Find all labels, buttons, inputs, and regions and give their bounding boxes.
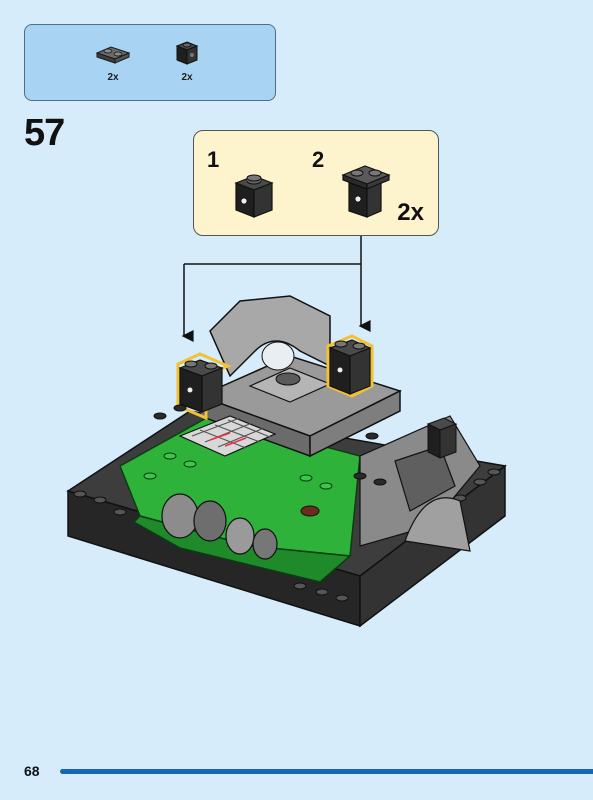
parts-list-box: 2x 2x xyxy=(24,24,276,101)
back-right-bricks xyxy=(426,417,458,459)
gray-rocks xyxy=(161,415,481,560)
sub-step-number: 1 xyxy=(207,147,220,172)
page-number: 68 xyxy=(24,763,40,779)
baseplate-studs xyxy=(73,468,501,602)
lattice-grille xyxy=(178,415,277,457)
gray-arch xyxy=(209,295,331,378)
page-footer-bar xyxy=(60,769,593,774)
part-quantity: 2x xyxy=(181,72,193,83)
dark-studs xyxy=(153,404,387,486)
dark-gray-plate-icon xyxy=(95,46,131,64)
gray-platform-right xyxy=(309,389,401,458)
round-tile xyxy=(275,372,301,386)
sub-assembly-callout: 1 2 2x xyxy=(193,130,439,236)
model-illustration xyxy=(66,295,507,628)
step-number: 57 xyxy=(24,112,65,154)
part-quantity: 2x xyxy=(107,72,119,83)
black-brick-icon xyxy=(175,41,199,65)
callout-quantity: 2x xyxy=(397,199,424,226)
sub-step-number: 2 xyxy=(312,147,325,172)
green-studs xyxy=(143,452,333,490)
placed-brick-right xyxy=(326,334,374,398)
black-brick-with-plate-icon xyxy=(341,165,391,218)
black-brick-icon xyxy=(234,174,274,218)
parts-list-item: 2x xyxy=(167,39,207,83)
arch-opening xyxy=(261,341,295,371)
brown-round-plate xyxy=(300,505,320,517)
parts-list-item: 2x xyxy=(93,39,133,83)
